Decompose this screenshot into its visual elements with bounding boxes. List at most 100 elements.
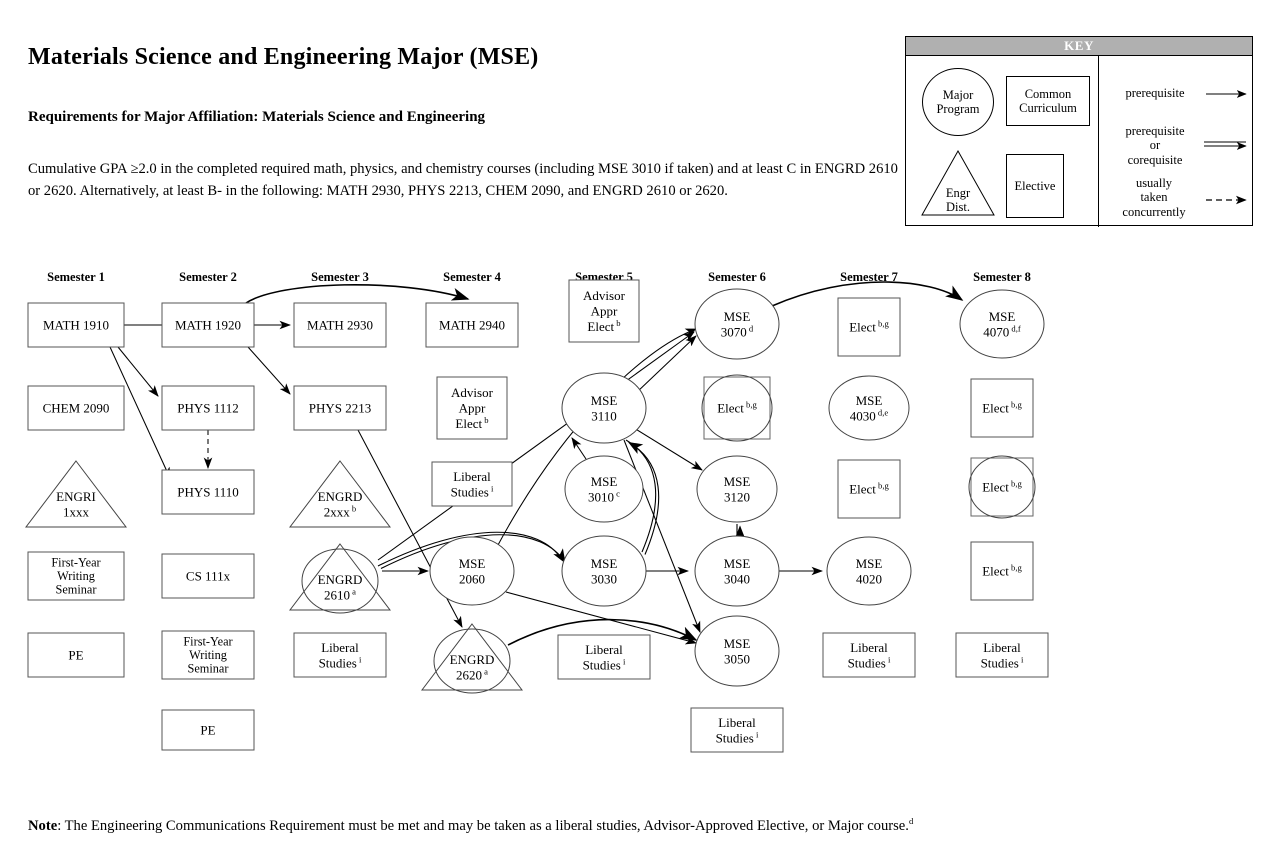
node-engrd2620-line-1: 2620 a <box>456 666 488 682</box>
node-libstud5-line-0: Liberal <box>585 642 623 657</box>
node-libstud3-line-1: Studies i <box>319 654 362 670</box>
node-mse3010-line-1: 3010 c <box>588 488 620 504</box>
semester-header-s1: Semester 1 <box>47 270 105 284</box>
node-mse4030-line-0: MSE <box>856 393 883 408</box>
node-libstud6-line-1: Studies i <box>716 729 759 745</box>
node-mse3010-sup: c <box>614 488 620 498</box>
node-chem2090-line-0: CHEM 2090 <box>43 401 110 416</box>
key-legend-arrows <box>1204 90 1247 205</box>
node-libstud7-line-1: Studies i <box>848 654 891 670</box>
node-mse4030-sup: d,e <box>876 407 889 417</box>
edge-engrd2610-to-mse3070 <box>377 331 695 561</box>
node-libstud8-line-1: Studies i <box>981 654 1024 670</box>
edge-mse3110-to-mse3070 <box>635 335 697 394</box>
node-phys2213[interactable]: PHYS 2213 <box>293 385 387 431</box>
edge-mse2060-to-mse3050 <box>505 591 698 645</box>
node-libstud6-line-0: Liberal <box>718 715 756 730</box>
node-elect8a[interactable]: Elect b,g <box>970 378 1034 438</box>
edge-math1920-to-phys2213 <box>247 346 291 395</box>
node-chem2090[interactable]: CHEM 2090 <box>27 385 125 431</box>
node-elect8c[interactable]: Elect b,g <box>970 541 1034 601</box>
semester-header-s2: Semester 2 <box>179 270 237 284</box>
node-aae5-sup: b <box>614 318 620 328</box>
node-aae4-line-1: Appr <box>459 401 486 416</box>
node-aae5-line-0: Advisor <box>583 288 626 303</box>
node-elect7a[interactable]: Elect b,g <box>837 297 901 357</box>
node-mse3050-line-0: MSE <box>724 636 751 651</box>
node-phys1110[interactable]: PHYS 1110 <box>161 469 255 515</box>
node-math1920[interactable]: MATH 1920 <box>161 302 255 348</box>
node-pe1[interactable]: PE <box>27 632 125 678</box>
node-mse3030-line-1: 3030 <box>591 571 617 586</box>
node-elect6-sup: b,g <box>744 400 758 410</box>
semester-header-s3: Semester 3 <box>311 270 369 284</box>
node-mse4070-line-0: MSE <box>989 309 1016 324</box>
node-pe1-line-0: PE <box>68 648 83 663</box>
edge-math1920-to-math2940 <box>245 284 470 304</box>
node-elect6[interactable]: Elect b,g <box>701 374 773 442</box>
key-shape-elective: Elective <box>1006 154 1064 218</box>
node-math1910-line-0: MATH 1910 <box>43 318 109 333</box>
node-engrd2xxx-sup: b <box>350 503 356 513</box>
node-libstud7-sup: i <box>886 654 891 664</box>
node-mse2060-line-0: MSE <box>459 556 486 571</box>
node-aae4-line-0: Advisor <box>451 385 494 400</box>
footnote-label: Note <box>28 817 58 834</box>
node-elect8b-sup: b,g <box>1009 479 1023 489</box>
node-elect7b[interactable]: Elect b,g <box>837 459 901 519</box>
edge-math1910-to-phys1112 <box>117 346 159 397</box>
node-mse3070-line-0: MSE <box>724 309 751 324</box>
node-math2930[interactable]: MATH 2930 <box>293 302 387 348</box>
node-cs111x[interactable]: CS 111x <box>161 553 255 599</box>
node-aae5-line-1: Appr <box>591 304 618 319</box>
node-engrd2610-line-1: 2610 a <box>324 586 356 602</box>
node-aae4-sup: b <box>482 415 488 425</box>
node-pe2[interactable]: PE <box>161 709 255 751</box>
requirements-subtitle: Requirements for Major Affiliation: Mate… <box>28 109 486 125</box>
node-elect8b[interactable]: Elect b,g <box>968 455 1036 519</box>
edge-mse3030-to-mse3110 <box>625 439 660 555</box>
node-libstud4-line-1: Studies i <box>451 483 494 499</box>
node-engri1xxx-line-0: ENGRI <box>56 489 96 504</box>
node-math2940[interactable]: MATH 2940 <box>425 302 519 348</box>
node-libstud4-sup: i <box>489 483 494 493</box>
key-shape-elective-label: Elective <box>1014 178 1056 193</box>
node-mse3040-line-1: 3040 <box>724 571 750 586</box>
node-phys1112[interactable]: PHYS 1112 <box>161 385 255 431</box>
node-math1910[interactable]: MATH 1910 <box>27 302 125 348</box>
node-elect7a-sup: b,g <box>876 319 890 329</box>
node-libstud3-line-0: Liberal <box>321 640 359 655</box>
node-libstud6-sup: i <box>754 729 759 739</box>
node-pe2-line-0: PE <box>200 723 215 738</box>
